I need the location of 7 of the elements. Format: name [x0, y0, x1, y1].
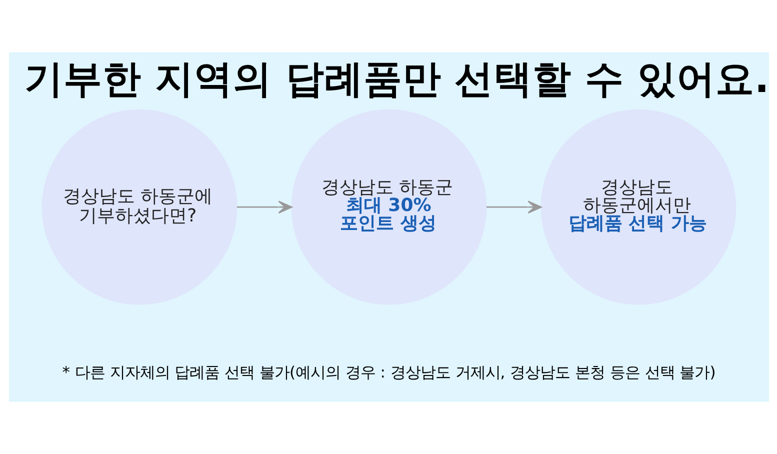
- label: * 다른 지자체의 답례품 선택 불가(예시의 경우 : 경상남도 거제시, 경상남도 본청 등은 선택 불가): [62, 364, 716, 382]
- node-circle: 경상남도 하동군 최대 30% 포인트 생성: [290, 109, 486, 305]
- diagram-title: 기부한 지역의 답례품만 선택할 수 있어요.: [24, 56, 769, 102]
- node-circle: 경상남도 하동군에서만 답례품 선택 가능: [540, 109, 736, 305]
- node-circle: 경상남도 하동군에 기부하셨다면?: [41, 109, 237, 305]
- arrow: [486, 200, 542, 214]
- arrow: [236, 200, 292, 214]
